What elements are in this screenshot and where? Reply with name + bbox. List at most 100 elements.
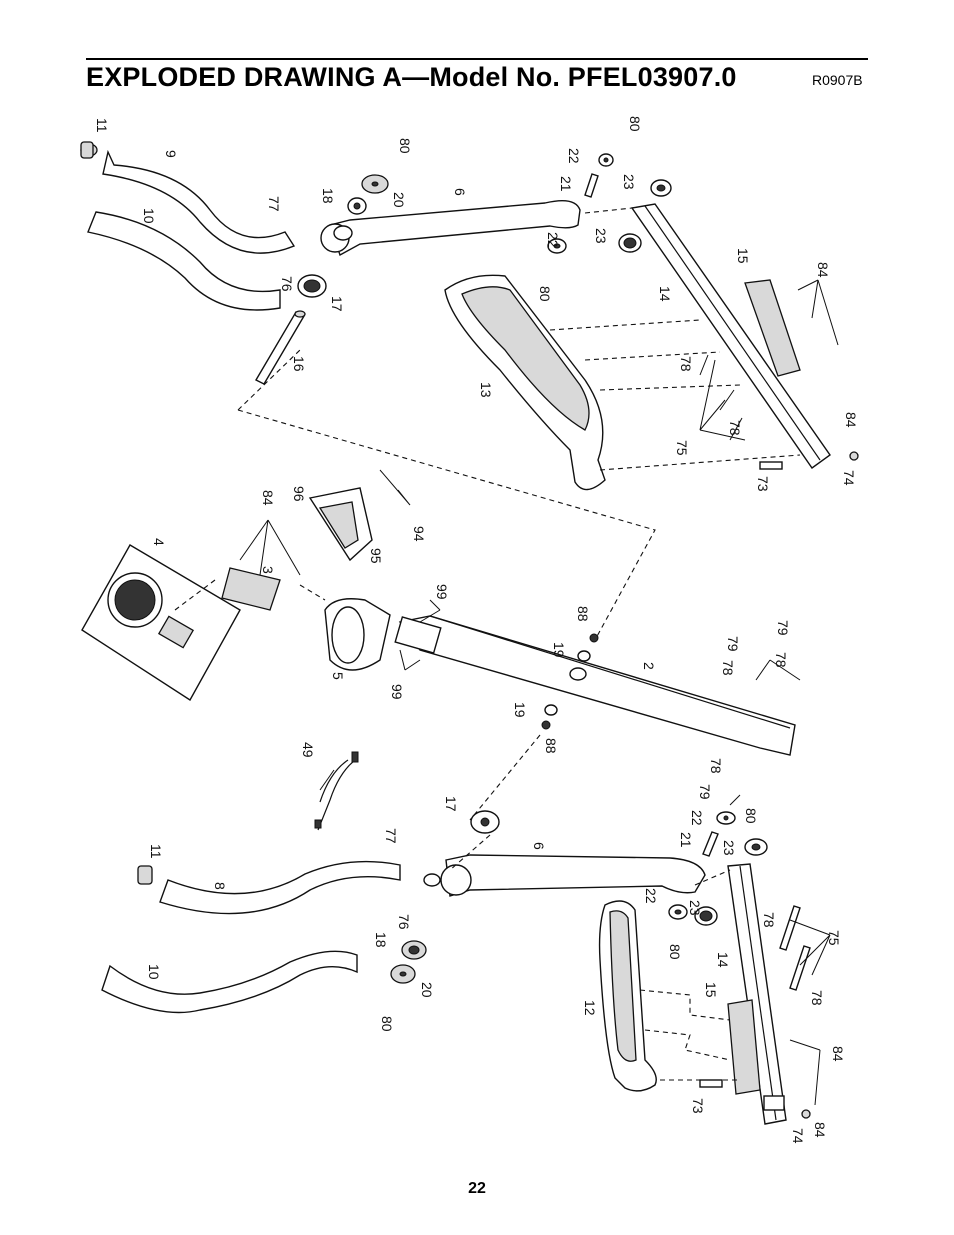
callout-23: 23 — [593, 228, 609, 244]
washer-18-bottom — [401, 940, 427, 960]
callout-75: 75 — [826, 930, 842, 946]
callout-2: 2 — [641, 662, 657, 670]
callout-5: 5 — [330, 672, 346, 680]
callout-78: 78 — [678, 356, 694, 372]
wheel-22-bottom-b — [668, 904, 688, 920]
pedal-arm-6-top — [329, 200, 581, 257]
wheel-22-bottom — [716, 811, 736, 825]
wheel-23-bottom — [744, 838, 768, 856]
callout-80: 80 — [743, 808, 759, 824]
callout-22: 22 — [545, 232, 561, 248]
washer-22-top — [598, 153, 614, 167]
callout-19: 19 — [551, 642, 567, 658]
callout-84: 84 — [815, 262, 831, 278]
callout-22: 22 — [643, 888, 659, 904]
callout-80: 80 — [397, 138, 413, 154]
page-title: EXPLODED DRAWING A—Model No. PFEL03907.0 — [86, 62, 737, 92]
callout-78: 78 — [809, 990, 825, 1006]
callout-14: 14 — [715, 952, 731, 968]
callout-11: 11 — [148, 844, 164, 859]
axle-21-bottom — [702, 831, 719, 857]
callout-6: 6 — [531, 842, 547, 850]
callout-80: 80 — [627, 116, 643, 132]
callout-88: 88 — [575, 606, 591, 622]
bushing-19-upper — [569, 650, 591, 681]
callout-84: 84 — [260, 490, 276, 506]
axle-21-top — [584, 173, 599, 198]
callout-22: 22 — [566, 148, 582, 164]
callout-18: 18 — [373, 932, 389, 948]
callout-79: 79 — [697, 784, 713, 800]
callout-74: 74 — [790, 1128, 806, 1144]
callout-9: 9 — [163, 150, 179, 158]
drawing-code: R0907B — [812, 72, 863, 88]
callout-23: 23 — [721, 840, 737, 856]
bracket-3 — [221, 567, 281, 611]
nut-74-bottom — [801, 1109, 811, 1119]
callout-94: 94 — [411, 526, 427, 542]
callout-13: 13 — [478, 382, 494, 398]
callout-80: 80 — [537, 286, 553, 302]
housing-96 — [308, 487, 373, 562]
callout-4: 4 — [151, 538, 167, 546]
shroud-5 — [324, 598, 391, 671]
callout-16: 16 — [291, 356, 307, 372]
callout-88: 88 — [543, 738, 559, 754]
callout-80: 80 — [667, 944, 683, 960]
callout-49: 49 — [300, 742, 316, 758]
callout-21: 21 — [678, 832, 694, 848]
callout-74: 74 — [841, 470, 857, 486]
bracket-15-top — [744, 279, 801, 377]
bushing-88-upper — [589, 633, 599, 643]
washer-20-top — [361, 174, 389, 194]
bushing-19-lower — [541, 704, 558, 730]
callout-15: 15 — [703, 982, 719, 998]
callout-77: 77 — [266, 196, 282, 212]
callout-78: 78 — [720, 660, 736, 676]
callout-73: 73 — [755, 476, 771, 492]
header-rule — [86, 58, 868, 60]
handlebar-10-bottom — [101, 950, 358, 1014]
callout-23: 23 — [687, 900, 703, 916]
callout-20: 20 — [391, 192, 407, 208]
console-4 — [81, 544, 241, 701]
callout-96: 96 — [291, 486, 307, 502]
bolt-73-bottom — [699, 1079, 723, 1088]
callout-12: 12 — [582, 1000, 598, 1016]
wheel-23-top-b — [618, 233, 642, 253]
callout-10: 10 — [141, 208, 157, 224]
callout-77: 77 — [383, 828, 399, 844]
callout-79: 79 — [725, 636, 741, 652]
wheel-23-bottom-b — [694, 906, 718, 926]
callout-76: 76 — [279, 276, 295, 292]
axle-16 — [255, 310, 306, 385]
bushing-17-top — [297, 274, 327, 298]
callout-78: 78 — [727, 420, 743, 436]
callout-75: 75 — [674, 440, 690, 456]
callout-95: 95 — [368, 548, 384, 564]
handlebar-10-top — [87, 211, 281, 311]
callout-22: 22 — [689, 810, 705, 826]
callout-11: 11 — [94, 118, 110, 133]
nut-74-top — [849, 451, 859, 461]
callout-19: 19 — [512, 702, 528, 718]
callout-21: 21 — [558, 176, 574, 192]
callout-3: 3 — [260, 566, 276, 574]
callout-17: 17 — [329, 296, 345, 312]
callout-18: 18 — [320, 188, 336, 204]
end-cap-11-top — [80, 141, 98, 159]
callout-79: 79 — [775, 620, 791, 636]
callout-78: 78 — [761, 912, 777, 928]
handlebar-9 — [102, 149, 296, 254]
pedal-arm-6-bottom — [445, 854, 706, 897]
callout-99: 99 — [389, 684, 405, 700]
callout-20: 20 — [419, 982, 435, 998]
page-number: 22 — [468, 1180, 486, 1197]
callout-78: 78 — [708, 758, 724, 774]
callout-14: 14 — [657, 286, 673, 302]
callout-84: 84 — [843, 412, 859, 428]
wire-harness-49 — [314, 751, 359, 831]
wheel-22-top-b — [547, 238, 567, 254]
callout-6: 6 — [452, 188, 468, 196]
